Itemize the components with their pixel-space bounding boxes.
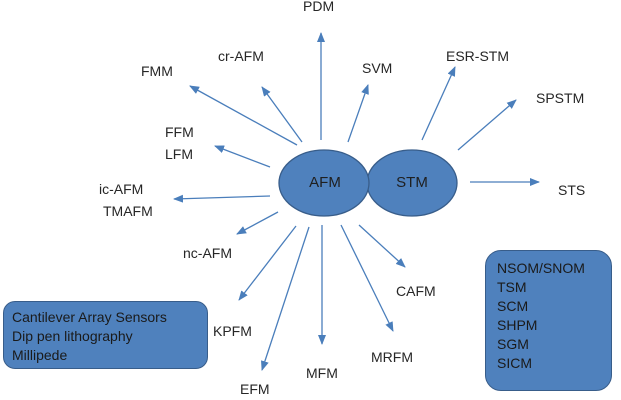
right-box-item: SGM (497, 336, 529, 352)
label-mrfm: MRFM (371, 349, 413, 365)
label-pdm: PDM (303, 0, 335, 14)
left-box-item: Dip pen lithography (12, 328, 133, 344)
left-box-item: Cantilever Array Sensors (12, 309, 167, 325)
arrow-to-svm (347, 84, 369, 143)
label-sts: STS (558, 182, 586, 198)
label-svm: SVM (362, 60, 393, 76)
arrow-to-esr-stm (421, 66, 456, 141)
stm-node-label: STM (396, 174, 428, 191)
left-box-item: Millipede (12, 347, 68, 363)
right-box-item: SICM (497, 355, 532, 371)
label-efm: EFM (240, 381, 270, 397)
right-box-item: NSOM/SNOM (497, 260, 585, 276)
right-box-item: SCM (497, 298, 529, 314)
label-mfm: MFM (306, 365, 338, 381)
label-ic-afm: ic-AFM (99, 181, 144, 197)
label-spstm: SPSTM (536, 90, 585, 106)
right-techniques-box: NSOM/SNOM TSM SCM SHPM SGM SICM (485, 250, 612, 391)
arrow-to-cr-afm (261, 86, 303, 143)
arrow-to-mrfm (340, 224, 394, 332)
center-nodes (278, 149, 458, 217)
label-esr-stm: ESR-STM (446, 48, 509, 64)
label-cr-afm: cr-AFM (218, 48, 264, 64)
arrow-to-cafm (358, 224, 406, 268)
label-lfm: LFM (165, 146, 193, 162)
right-box-item: TSM (497, 279, 527, 295)
right-box-item: SHPM (497, 317, 538, 333)
label-cafm: CAFM (396, 283, 436, 299)
arrow-to-fmm (189, 85, 298, 146)
arrow-to-kpfm (238, 225, 297, 301)
label-nc-afm: nc-AFM (183, 245, 232, 261)
arrow-to-ffm-lfm (214, 145, 271, 168)
arrow-to-ic-afm (173, 194, 271, 203)
label-fmm: FMM (141, 63, 173, 79)
arrow-to-nc-afm (236, 211, 279, 235)
left-applications-box: Cantilever Array Sensors Dip pen lithogr… (3, 301, 208, 369)
label-kpfm: KPFM (213, 323, 252, 339)
label-tmafm: TMAFM (103, 203, 153, 219)
arrow-to-spstm (457, 99, 517, 151)
afm-node-label: AFM (309, 174, 341, 191)
afm-node[interactable] (278, 149, 370, 217)
arrow-to-efm (261, 226, 310, 371)
label-ffm: FFM (165, 124, 194, 140)
